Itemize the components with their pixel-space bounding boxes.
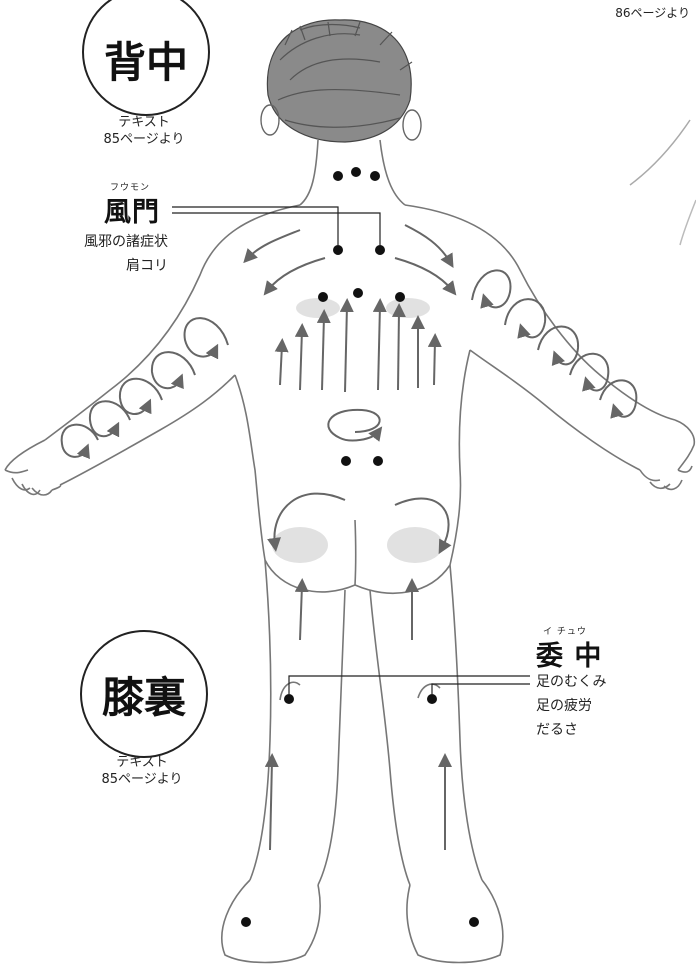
- leader-lines: [172, 207, 530, 694]
- fumon-symptom-1: 風邪の諸症状: [48, 230, 168, 254]
- partial-figure-sketch-2: [680, 200, 696, 245]
- left-arm-loop-arrows: [62, 318, 228, 457]
- spiral-arrow: [328, 410, 379, 441]
- ichu-symptom-3: だるさ: [536, 718, 607, 742]
- fumon-name: 風門: [104, 190, 160, 229]
- right-arm-loop-arrows: [472, 270, 636, 416]
- ichu-symptoms: 足のむくみ 足の疲労 だるさ: [536, 670, 607, 742]
- knee-badge-title: 膝裏: [102, 664, 186, 725]
- partial-figure-sketch: [630, 120, 690, 185]
- ichu-symptom-2: 足の疲労: [536, 694, 607, 718]
- knee-badge-ref-line1: テキスト: [82, 754, 202, 771]
- knee-badge-ref: テキスト 85ページより: [82, 754, 202, 788]
- back-badge-title: 背中: [104, 29, 188, 90]
- knee-badge: 膝裏: [80, 630, 208, 758]
- ichu-name: 委 中: [536, 634, 602, 673]
- back-badge-ref-line1: テキスト: [84, 114, 204, 131]
- fumon-symptom-2: 肩コリ: [48, 254, 168, 278]
- corner-page-ref: 86ページより: [615, 4, 690, 21]
- back-badge-ref-line2: 85ページより: [84, 131, 204, 148]
- ichu-symptom-1: 足のむくみ: [536, 670, 607, 694]
- back-badge-ref: テキスト 85ページより: [84, 114, 204, 148]
- knee-badge-ref-line2: 85ページより: [82, 771, 202, 788]
- hair-scribble: [267, 20, 412, 142]
- fumon-symptoms: 風邪の諸症状 肩コリ: [48, 230, 168, 278]
